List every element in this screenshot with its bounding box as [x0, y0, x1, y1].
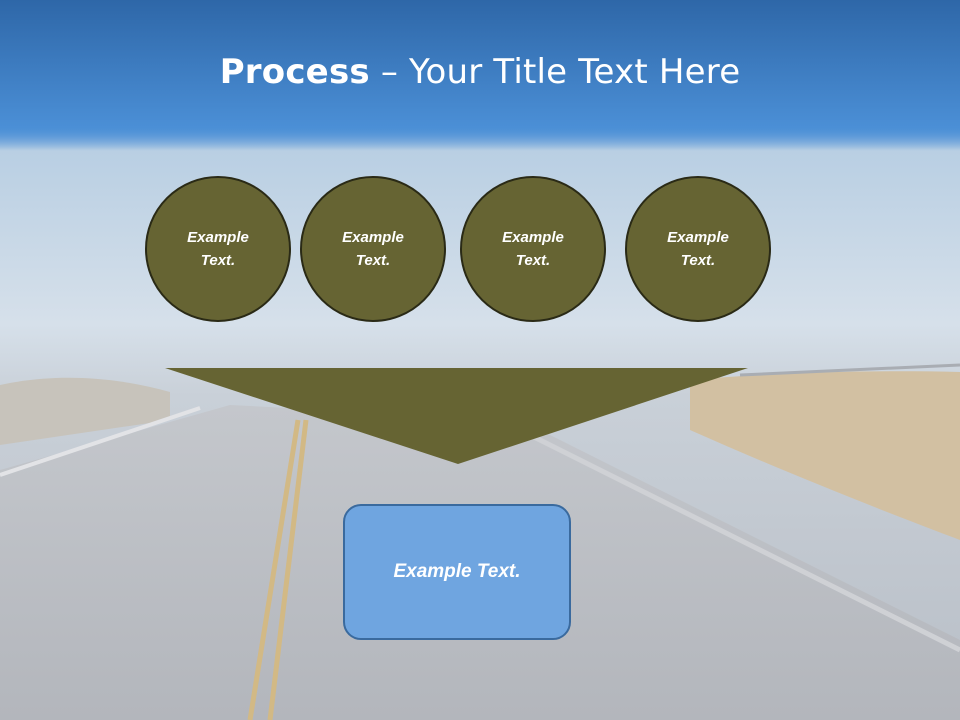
process-step-4[interactable]: Example Text.	[625, 176, 771, 322]
process-step-label: Example Text.	[667, 229, 729, 269]
process-step-label: Example Text.	[502, 229, 564, 269]
title-band	[0, 0, 960, 150]
title-rest-part: – Your Title Text Here	[369, 52, 741, 92]
result-label: Example Text.	[393, 561, 521, 582]
slide-title: Process – Your Title Text Here	[0, 52, 960, 92]
process-step-label: Example Text.	[342, 229, 404, 269]
title-bold-part: Process	[219, 52, 370, 92]
process-step-3[interactable]: Example Text.	[460, 176, 606, 322]
process-step-2[interactable]: Example Text.	[300, 176, 446, 322]
process-step-1[interactable]: Example Text.	[145, 176, 291, 322]
result-box[interactable]: Example Text.	[343, 504, 571, 640]
process-step-label: Example Text.	[187, 229, 249, 269]
